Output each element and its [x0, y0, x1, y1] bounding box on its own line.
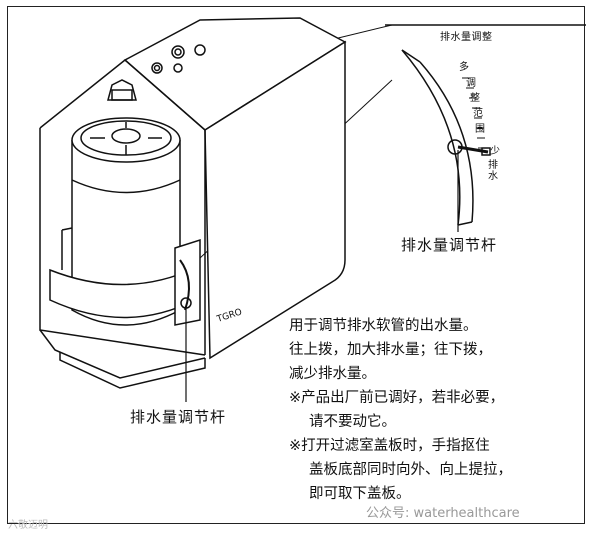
figure-frame [7, 6, 585, 524]
lever-slot [174, 238, 201, 326]
lever-callout-top: 排水量调节杆 [401, 236, 498, 254]
scale-lever-handle [457, 145, 489, 154]
lever-callout-bottom: 排水量调节杆 [130, 408, 227, 426]
watermark-left: 六敬迈明 [8, 520, 48, 531]
scale-label: 多 [459, 62, 469, 73]
watermark-right: 公众号: waterhealthcare [366, 502, 520, 521]
scale-label: 范 [473, 108, 483, 119]
housing-base [39, 329, 206, 379]
description-line: 往上拨，加大排水量；往下拨， [289, 342, 492, 358]
scale-panel-title: 排水量调整 [440, 32, 493, 43]
description-line: 减少排水量。 [289, 366, 376, 382]
description-line: ※产品出厂前已调好，若非必要， [289, 390, 505, 406]
housing-base-lower [59, 352, 206, 389]
description-line: ※打开过滤室盖板时，手指抠住 [289, 438, 490, 454]
description-text: 用于调节排水软管的出水量。 往上拨，加大排水量；往下拨， 减少排水量。 ※产品出… [289, 314, 584, 506]
description-line: 盖板底部同时向外、向上提拉， [309, 462, 512, 478]
scale-label: 调 [466, 78, 476, 89]
description-line: 用于调节排水软管的出水量。 [289, 318, 478, 334]
scale-label: 整 [470, 93, 480, 104]
scale-label: 水 [488, 171, 498, 182]
housing-left-edge [39, 59, 206, 355]
housing-graphic: TGRO [39, 17, 347, 402]
scale-lever-tip [481, 147, 491, 156]
housing-right [204, 40, 346, 360]
scale-arc-inner [419, 61, 474, 223]
scale-label: 排 [488, 160, 498, 171]
scale-arc-body [401, 49, 473, 226]
description-line: 即可取下盖板。 [309, 486, 411, 502]
scale-arc-outer [401, 49, 461, 226]
scale-label: 围 [475, 124, 485, 135]
description-line: 请不要动它。 [309, 414, 396, 430]
panel-connector-top [329, 24, 393, 41]
scale-label: 少 [490, 146, 500, 157]
